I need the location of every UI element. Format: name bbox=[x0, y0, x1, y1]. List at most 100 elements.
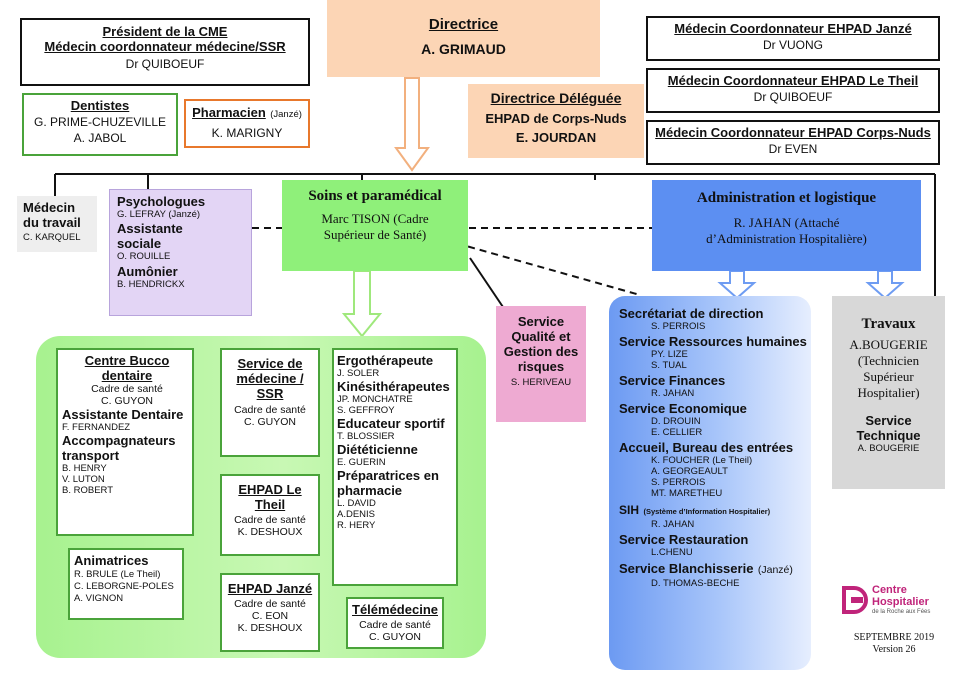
preparatrices-title-1: Préparatrices en bbox=[337, 468, 439, 483]
accompagnateur-2: V. LUTON bbox=[62, 474, 105, 485]
soins-name: Marc TISON (Cadre bbox=[321, 211, 429, 226]
qualite-l4: risques bbox=[517, 359, 565, 374]
deleguee-sub: EHPAD de Corps-Nuds bbox=[485, 111, 627, 126]
assistante-dentaire-title: Assistante Dentaire bbox=[62, 407, 184, 422]
travail-title-2: du travail bbox=[23, 215, 81, 230]
coord-corps-title: Médecin Coordonnateur EHPAD Corps-Nuds bbox=[655, 125, 931, 140]
animatrice-1: R. BRULE (Le Theil) bbox=[74, 569, 161, 580]
kine-title: Kinésithérapeutes bbox=[337, 379, 450, 394]
pharmacien-box: Pharmacien (Janzé) K. MARIGNY bbox=[184, 99, 310, 148]
admin-service-title: Accueil, Bureau des entrées bbox=[619, 440, 794, 455]
travail-title-1: Médecin bbox=[23, 200, 76, 215]
assistante-name: O. ROUILLE bbox=[117, 251, 171, 262]
coord-janze-name: Dr VUONG bbox=[763, 38, 823, 52]
sih-name: R. JAHAN bbox=[651, 519, 695, 530]
logo-line-2: Hospitalier bbox=[872, 596, 929, 608]
admin-service-title: Service Finances bbox=[619, 373, 726, 388]
coord-theil-title: Médecin Coordonnateur EHPAD Le Theil bbox=[667, 73, 919, 88]
animatrice-2: C. LEBORGNE-POLES bbox=[74, 581, 174, 592]
animatrice-3: A. VIGNON bbox=[74, 593, 124, 604]
qualite-l1: Service bbox=[517, 314, 565, 329]
ergo-title: Ergothérapeute bbox=[337, 353, 434, 368]
theil-cadre: Cadre de santé bbox=[234, 514, 306, 526]
travaux-l1: A.BOUGERIE bbox=[849, 337, 928, 352]
assistante-dentaire-name: F. FERNANDEZ bbox=[62, 422, 131, 433]
ssr-title-3: SSR bbox=[256, 386, 284, 401]
admin-service-staff: K. FOUCHER (Le Theil) bbox=[651, 455, 753, 466]
ehpad-janze-box: EHPAD Janzé Cadre de santé C. EON K. DES… bbox=[220, 573, 320, 652]
accompagnateurs-title-1: Accompagnateurs bbox=[62, 433, 176, 448]
admin-service-staff: MT. MARETHEU bbox=[651, 488, 723, 499]
directrice-name: A. GRIMAUD bbox=[421, 41, 506, 57]
cme-name: Dr QUIBOEUF bbox=[125, 57, 205, 71]
cme-title: Président de la CME bbox=[102, 24, 228, 39]
dentistes-title: Dentistes bbox=[70, 98, 130, 113]
deleguee-box: Directrice Déléguée EHPAD de Corps-Nuds … bbox=[468, 84, 644, 158]
directrice-box: Directrice A. GRIMAUD bbox=[327, 0, 600, 77]
service-technique-1: Service bbox=[865, 413, 912, 428]
bucco-cadre-name: C. GUYON bbox=[101, 395, 153, 407]
ssr-title-1: Service de bbox=[237, 356, 303, 371]
coord-theil-name: Dr QUIBOEUF bbox=[753, 90, 833, 104]
kine-name-2: S. GEFFROY bbox=[337, 405, 395, 416]
tele-cadre: Cadre de santé bbox=[359, 619, 431, 631]
admin-service-title: Service Economique bbox=[619, 401, 747, 416]
aumonier-title: Aumônier bbox=[117, 264, 178, 279]
coord-corps-box: Médecin Coordonnateur EHPAD Corps-Nuds D… bbox=[646, 120, 940, 165]
aumonier-name: B. HENDRICKX bbox=[117, 279, 185, 290]
blanchisserie-title: Service Blanchisserie bbox=[619, 561, 754, 576]
accompagnateur-3: B. ROBERT bbox=[62, 485, 114, 496]
janze-title: EHPAD Janzé bbox=[227, 581, 313, 596]
sih-note: (Système d’Information Hospitalier) bbox=[643, 507, 771, 516]
tele-title: Télémédecine bbox=[352, 602, 438, 617]
travaux-l2: (Technicien bbox=[857, 353, 920, 368]
theil-title-1: EHPAD Le bbox=[238, 482, 302, 497]
pharmacien-title: Pharmacien bbox=[192, 105, 266, 120]
animatrices-box: Animatrices R. BRULE (Le Theil) C. LEBOR… bbox=[68, 548, 184, 620]
travail-name: C. KARQUEL bbox=[23, 232, 81, 243]
dentistes-box: Dentistes G. PRIME-CHUZEVILLE A. JABOL bbox=[22, 93, 178, 156]
preparatrice-2: A.DENIS bbox=[337, 509, 376, 520]
janze-cadre: Cadre de santé bbox=[234, 598, 306, 610]
footer-version: Version 26 bbox=[872, 644, 916, 655]
qualite-l2: Qualité et bbox=[511, 329, 571, 344]
sih-title: SIH bbox=[619, 503, 640, 517]
soins-box: Soins et paramédical Marc TISON (Cadre S… bbox=[282, 180, 468, 271]
admin-service-staff: S. PERROIS bbox=[651, 321, 706, 332]
ssr-box: Service de médecine / SSR Cadre de santé… bbox=[220, 348, 320, 457]
assistante-title-2: sociale bbox=[117, 236, 162, 251]
admin-service-staff: S. TUAL bbox=[651, 360, 687, 371]
service-technique-name: A. BOUGERIE bbox=[857, 443, 920, 454]
restauration-name: L.CHENU bbox=[651, 547, 693, 558]
soins-name-2: Supérieur de Santé) bbox=[323, 227, 427, 242]
dentiste-name-1: G. PRIME-CHUZEVILLE bbox=[33, 115, 167, 129]
admin-service-title: Service Ressources humaines bbox=[619, 334, 807, 349]
kine-name-1: JP. MONCHATRE bbox=[337, 394, 413, 405]
blanchisserie-note: (Janzé) bbox=[757, 564, 793, 576]
service-technique-2: Technique bbox=[856, 428, 921, 443]
travaux-box: Travaux A.BOUGERIE (Technicien Supérieur… bbox=[832, 296, 945, 489]
dieteticienne-title: Diététicienne bbox=[337, 442, 418, 457]
accompagnateurs-title-2: transport bbox=[62, 448, 120, 463]
ssr-name: C. GUYON bbox=[244, 416, 296, 428]
qualite-name: S. HERIVEAU bbox=[510, 377, 572, 388]
dieteticienne-name: E. GUERIN bbox=[337, 457, 386, 468]
admin-service-staff: S. PERROIS bbox=[651, 477, 706, 488]
bucco-cadre: Cadre de santé bbox=[91, 383, 163, 395]
qualite-l3: Gestion des bbox=[503, 344, 579, 359]
coord-janze-box: Médecin Coordonnateur EHPAD Janzé Dr VUO… bbox=[646, 16, 940, 61]
bucco-title-2: dentaire bbox=[101, 368, 153, 383]
logo-line-3: de la Roche aux Fées bbox=[872, 609, 931, 615]
admin-service-title: Secrétariat de direction bbox=[619, 306, 764, 321]
preparatrice-3: R. HERY bbox=[337, 520, 376, 531]
footer: SEPTEMBRE 2019 Version 26 bbox=[838, 632, 950, 656]
deleguee-title: Directrice Déléguée bbox=[490, 90, 622, 106]
blanchisserie-name: D. THOMAS-BECHE bbox=[651, 578, 740, 589]
ssr-title-2: médecine / bbox=[236, 371, 304, 386]
educateur-title: Educateur sportif bbox=[337, 416, 445, 431]
coord-theil-box: Médecin Coordonnateur EHPAD Le Theil Dr … bbox=[646, 68, 940, 113]
admin-title: Administration et logistique bbox=[696, 190, 877, 206]
logo-icon bbox=[842, 586, 868, 614]
ergo-box: Ergothérapeute J. SOLER Kinésithérapeute… bbox=[332, 348, 458, 586]
